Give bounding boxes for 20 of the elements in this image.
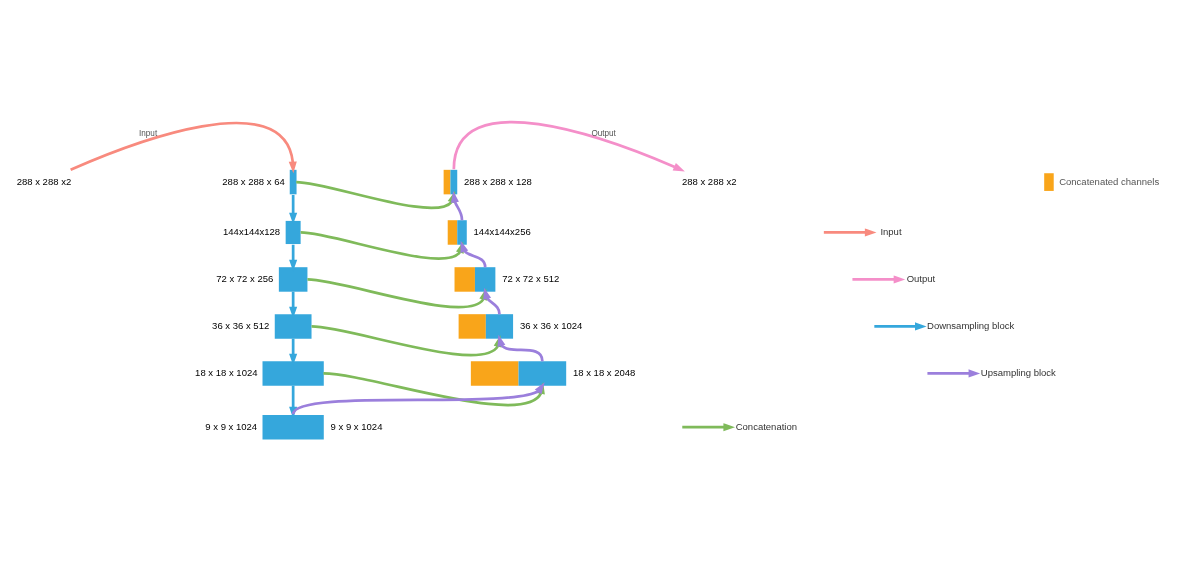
legend-label: Output (906, 272, 936, 284)
legend-label: Concatenation (735, 420, 798, 432)
legend-label: Downsampling block (927, 319, 1015, 331)
node-label: 18 x 18 x 1024 (195, 366, 258, 378)
node-label: 288 x 288 x 64 (222, 175, 285, 187)
node-label: 18 x 18 x 2048 (573, 366, 636, 378)
node-label: 9 x 9 x 1024 (205, 420, 258, 432)
node-label: 72 x 72 x 512 (502, 272, 560, 284)
node-label: 36 x 36 x 512 (212, 319, 270, 331)
node-label: 9 x 9 x 1024 (330, 420, 383, 432)
node-label: 288 x 288 x 128 (464, 175, 532, 187)
legend-label: Input (880, 225, 902, 237)
node-label: 144x144x128 (223, 225, 281, 237)
node-label: 36 x 36 x 1024 (519, 319, 583, 331)
node-label: 72 x 72 x 256 (216, 272, 274, 284)
node-text: 288 x 288 x2 (16, 175, 72, 187)
legend-label: Concatenated channels (1059, 175, 1160, 187)
node-label: 144x144x256 (473, 225, 531, 237)
legend-label: Upsampling block (980, 366, 1056, 378)
node-text: 288 x 288 x2 (681, 175, 737, 187)
